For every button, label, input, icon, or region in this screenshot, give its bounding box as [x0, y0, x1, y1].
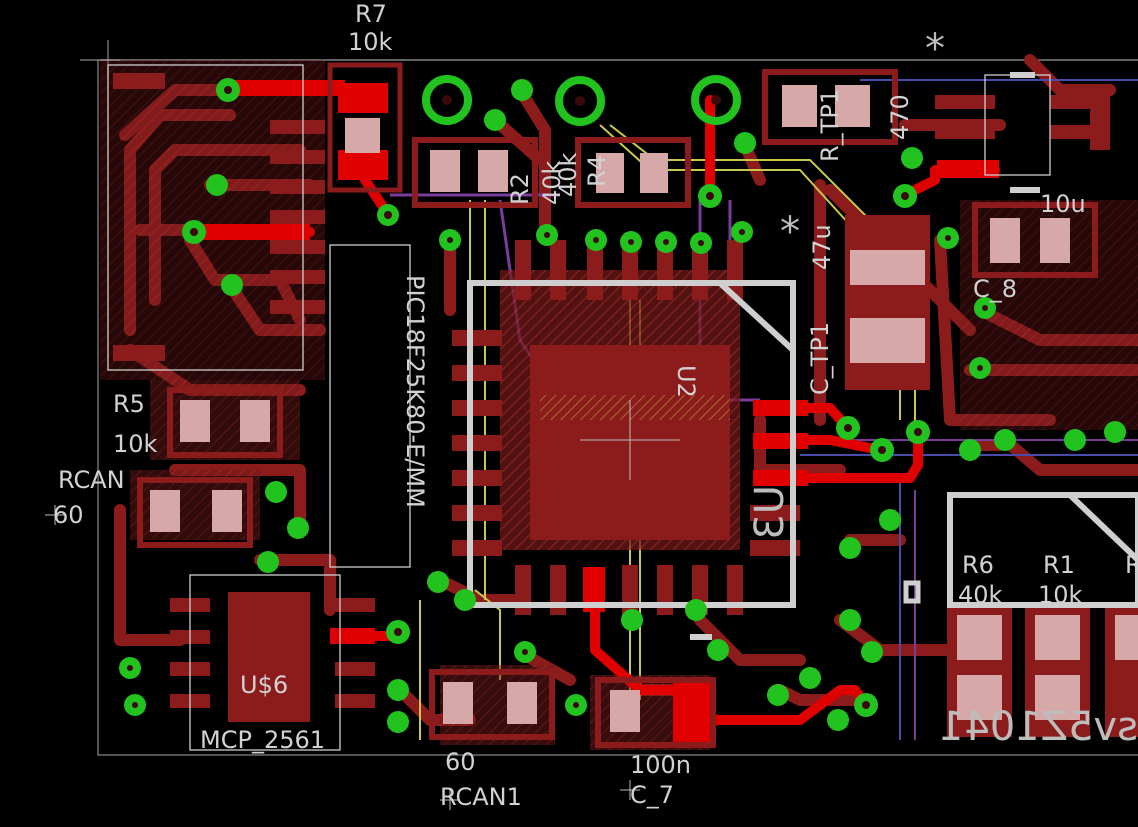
- r6-body: [947, 602, 1012, 737]
- label-r1-value: 10k: [1038, 581, 1083, 609]
- label-r-partial: R: [1125, 551, 1138, 579]
- label-c7-name: C_7: [630, 781, 674, 809]
- label-rcan-value: 60: [53, 501, 84, 529]
- c8-body: [972, 202, 1098, 278]
- label-u2-name: U2: [672, 365, 700, 398]
- label-rcan1-name: RCAN1: [440, 783, 522, 811]
- label-r7-value: 10k: [348, 28, 393, 56]
- label-ctp1-value: 47u: [808, 224, 836, 270]
- label-u2-part: PIC18F25K80-E/MM: [401, 275, 429, 508]
- origin-markers: [45, 59, 680, 810]
- label-rcan1-value: 60: [445, 748, 476, 776]
- label-mirrored-bottom: sv5Z1041: [939, 704, 1138, 750]
- r1-body: [1025, 602, 1090, 737]
- u3-regulator: [935, 90, 1110, 150]
- rcan-body: [137, 477, 253, 548]
- label-star-top: *: [925, 26, 945, 72]
- r7-body: [327, 62, 403, 193]
- r-partial-body: [1105, 602, 1138, 737]
- label-r5-name: R5: [113, 390, 145, 418]
- label-star-mid: *: [780, 209, 800, 255]
- silkscreen-outlines: [107, 64, 1138, 751]
- label-r2-name: R2: [506, 173, 534, 205]
- label-r2-value: 40k: [538, 160, 566, 205]
- label-r5-value: 10k: [113, 430, 158, 458]
- label-c8-name: C_8: [973, 275, 1017, 303]
- label-r1-name: R1: [1043, 551, 1075, 579]
- vias: [119, 78, 1126, 733]
- r2-body: [412, 137, 538, 208]
- u2-ground-pour: [500, 270, 740, 550]
- label-u6-name: U$6: [240, 671, 288, 699]
- r5-body: [167, 387, 283, 458]
- silkscreen-labels: R7 10k R2 40k R4 40k R_TP1 470 R5 10k RC…: [53, 0, 1138, 811]
- c7-body: [595, 677, 716, 748]
- label-u6-part: MCP_2561: [200, 726, 325, 754]
- label-ctp1-name: C_TP1: [806, 322, 834, 395]
- label-c8-value: 10u: [1040, 190, 1086, 218]
- test-point-holes: [442, 95, 721, 106]
- test-points: [422, 75, 741, 126]
- label-rtp1-name: R_TP1: [816, 89, 844, 162]
- label-rtp1-value: 470: [886, 94, 914, 140]
- label-r4-name: R4: [583, 155, 611, 187]
- label-r7-name: R7: [355, 0, 387, 28]
- u6-chip: [170, 592, 375, 722]
- label-c7-value: 100n: [630, 751, 691, 779]
- rtp1-body: [762, 69, 898, 145]
- label-r4-value: 40k: [554, 152, 582, 197]
- label-u3-name: U3: [747, 485, 793, 540]
- label-r6-name: R6: [962, 551, 994, 579]
- label-r6-value: 40k: [958, 581, 1003, 609]
- rcan1-body: [429, 669, 555, 740]
- ctp1-body: [845, 215, 930, 390]
- connector-pins: [113, 73, 325, 361]
- passive-components: [137, 62, 1138, 748]
- r4-body: [575, 137, 691, 208]
- label-rcan-name: RCAN: [58, 466, 125, 494]
